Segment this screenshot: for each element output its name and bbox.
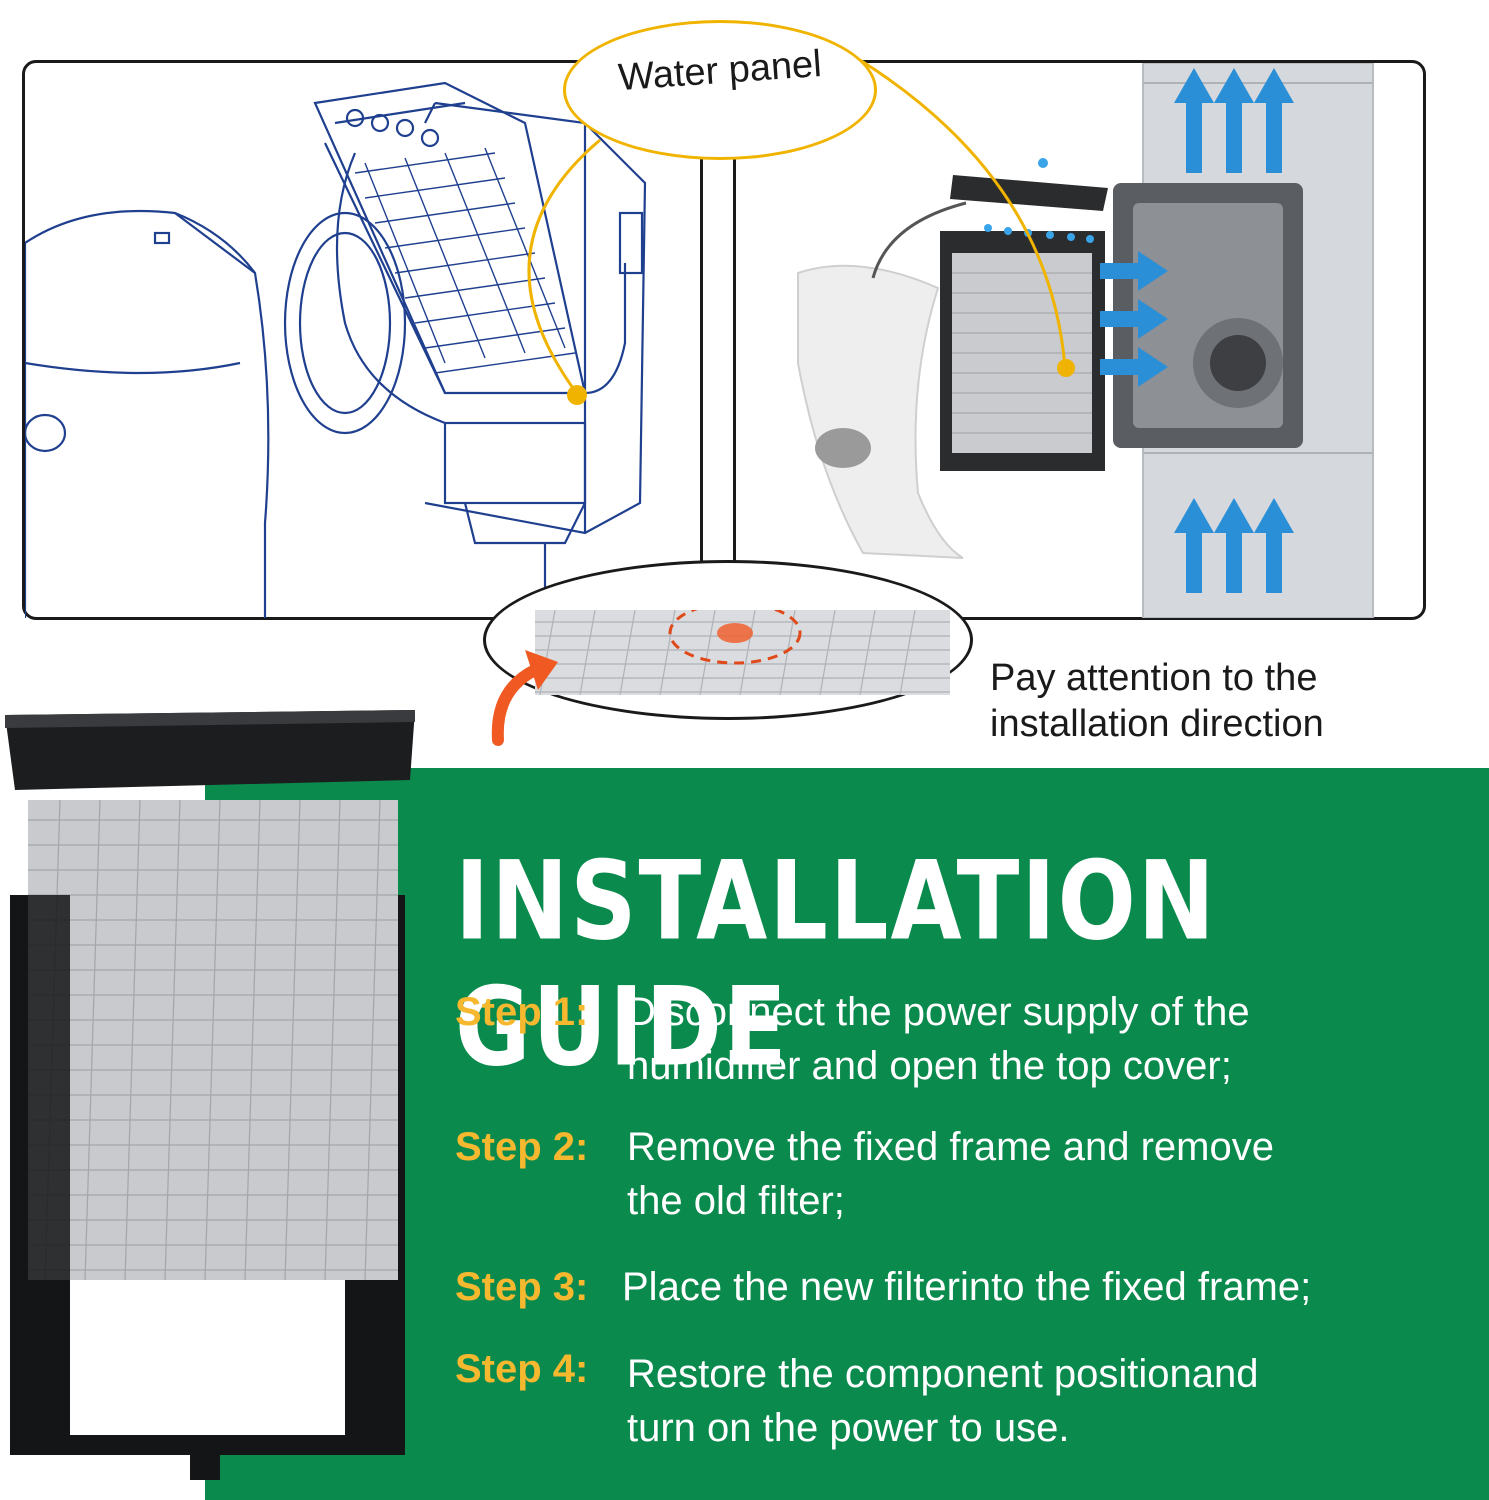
step-label: Step 4: (455, 1347, 589, 1391)
step-text: Disconnect the power supply of the humid… (627, 985, 1250, 1093)
guide-title: INSTALLATION GUIDE (455, 838, 1217, 1091)
filter-product-image (5, 710, 415, 1480)
step-text-line: Restore the component positionand (627, 1352, 1259, 1396)
installation-scene (797, 63, 1374, 618)
step-text-line: humidifier and open the top cover; (627, 1044, 1232, 1088)
humidifier-line-drawing (25, 81, 647, 618)
water-drop-icon (984, 158, 1094, 243)
step-text-line: the old filter; (627, 1179, 845, 1223)
step-text: Place the new filterinto the fixed frame… (622, 1260, 1311, 1314)
step-label: Step 2: (455, 1125, 589, 1169)
callout-lines (527, 58, 1067, 396)
step-text-line: Remove the fixed frame and remove (627, 1125, 1274, 1169)
diagram-divider (733, 80, 736, 620)
step-text-line: turn on the power to use. (627, 1406, 1070, 1450)
water-panel-callout (563, 20, 877, 160)
step-label: Step 3: (455, 1265, 589, 1309)
guide-panel (205, 768, 1489, 1500)
step-text: Remove the fixed frame and remove the ol… (627, 1120, 1274, 1228)
step-text-line: Disconnect the power supply of the (627, 990, 1250, 1034)
step-text-line: Place the new filterinto the fixed frame… (622, 1265, 1312, 1309)
note-line-2: installation direction (990, 703, 1324, 745)
direction-arrow-icon (491, 650, 558, 746)
filter-mesh-detail (535, 610, 950, 695)
step-text: Restore the component positionand turn o… (627, 1347, 1259, 1455)
airflow-arrow-icon (1100, 68, 1294, 593)
step-label: Step 1: (455, 990, 589, 1034)
diagram-divider (700, 80, 703, 620)
installation-direction-note: Pay attention to the installation direct… (990, 655, 1450, 747)
note-line-1: Pay attention to the (990, 657, 1318, 699)
